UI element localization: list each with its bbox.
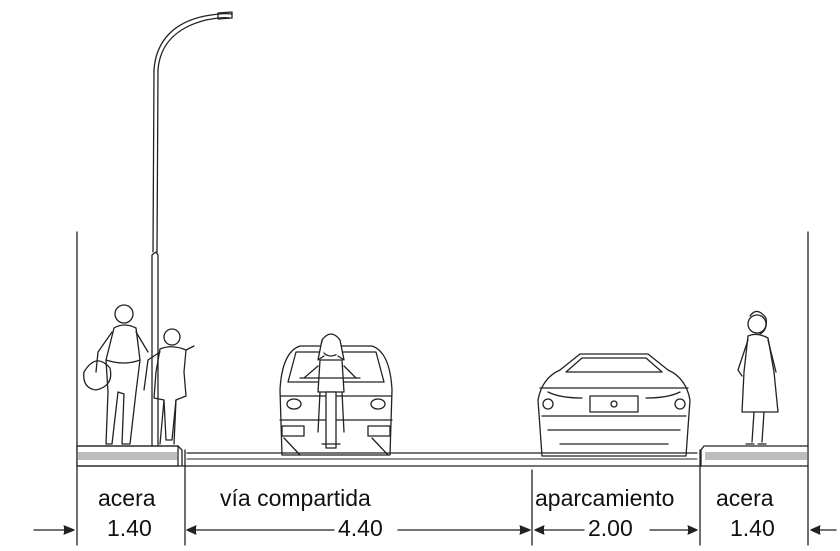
car-front-view-icon — [537, 353, 691, 457]
pedestrian-adult-icon — [83, 304, 149, 445]
label-parking: aparcamiento — [535, 485, 675, 511]
width-parking: 2.00 — [588, 515, 633, 541]
width-sidewalk-right: 1.40 — [730, 515, 775, 541]
cyclist-icon — [299, 333, 361, 449]
pedestrian-woman-icon — [737, 310, 779, 445]
pedestrian-child-icon — [143, 328, 195, 445]
label-sidewalk-left: acera — [98, 485, 156, 511]
street-lamp-icon — [151, 11, 233, 447]
ground-surface — [76, 445, 809, 467]
width-shared-road: 4.40 — [338, 515, 383, 541]
label-sidewalk-right: acera — [716, 485, 774, 511]
car-rear-view-icon — [279, 345, 393, 456]
label-shared-road: vía compartida — [220, 485, 371, 511]
width-sidewalk-left: 1.40 — [107, 515, 152, 541]
dimension-line — [33, 525, 837, 535]
